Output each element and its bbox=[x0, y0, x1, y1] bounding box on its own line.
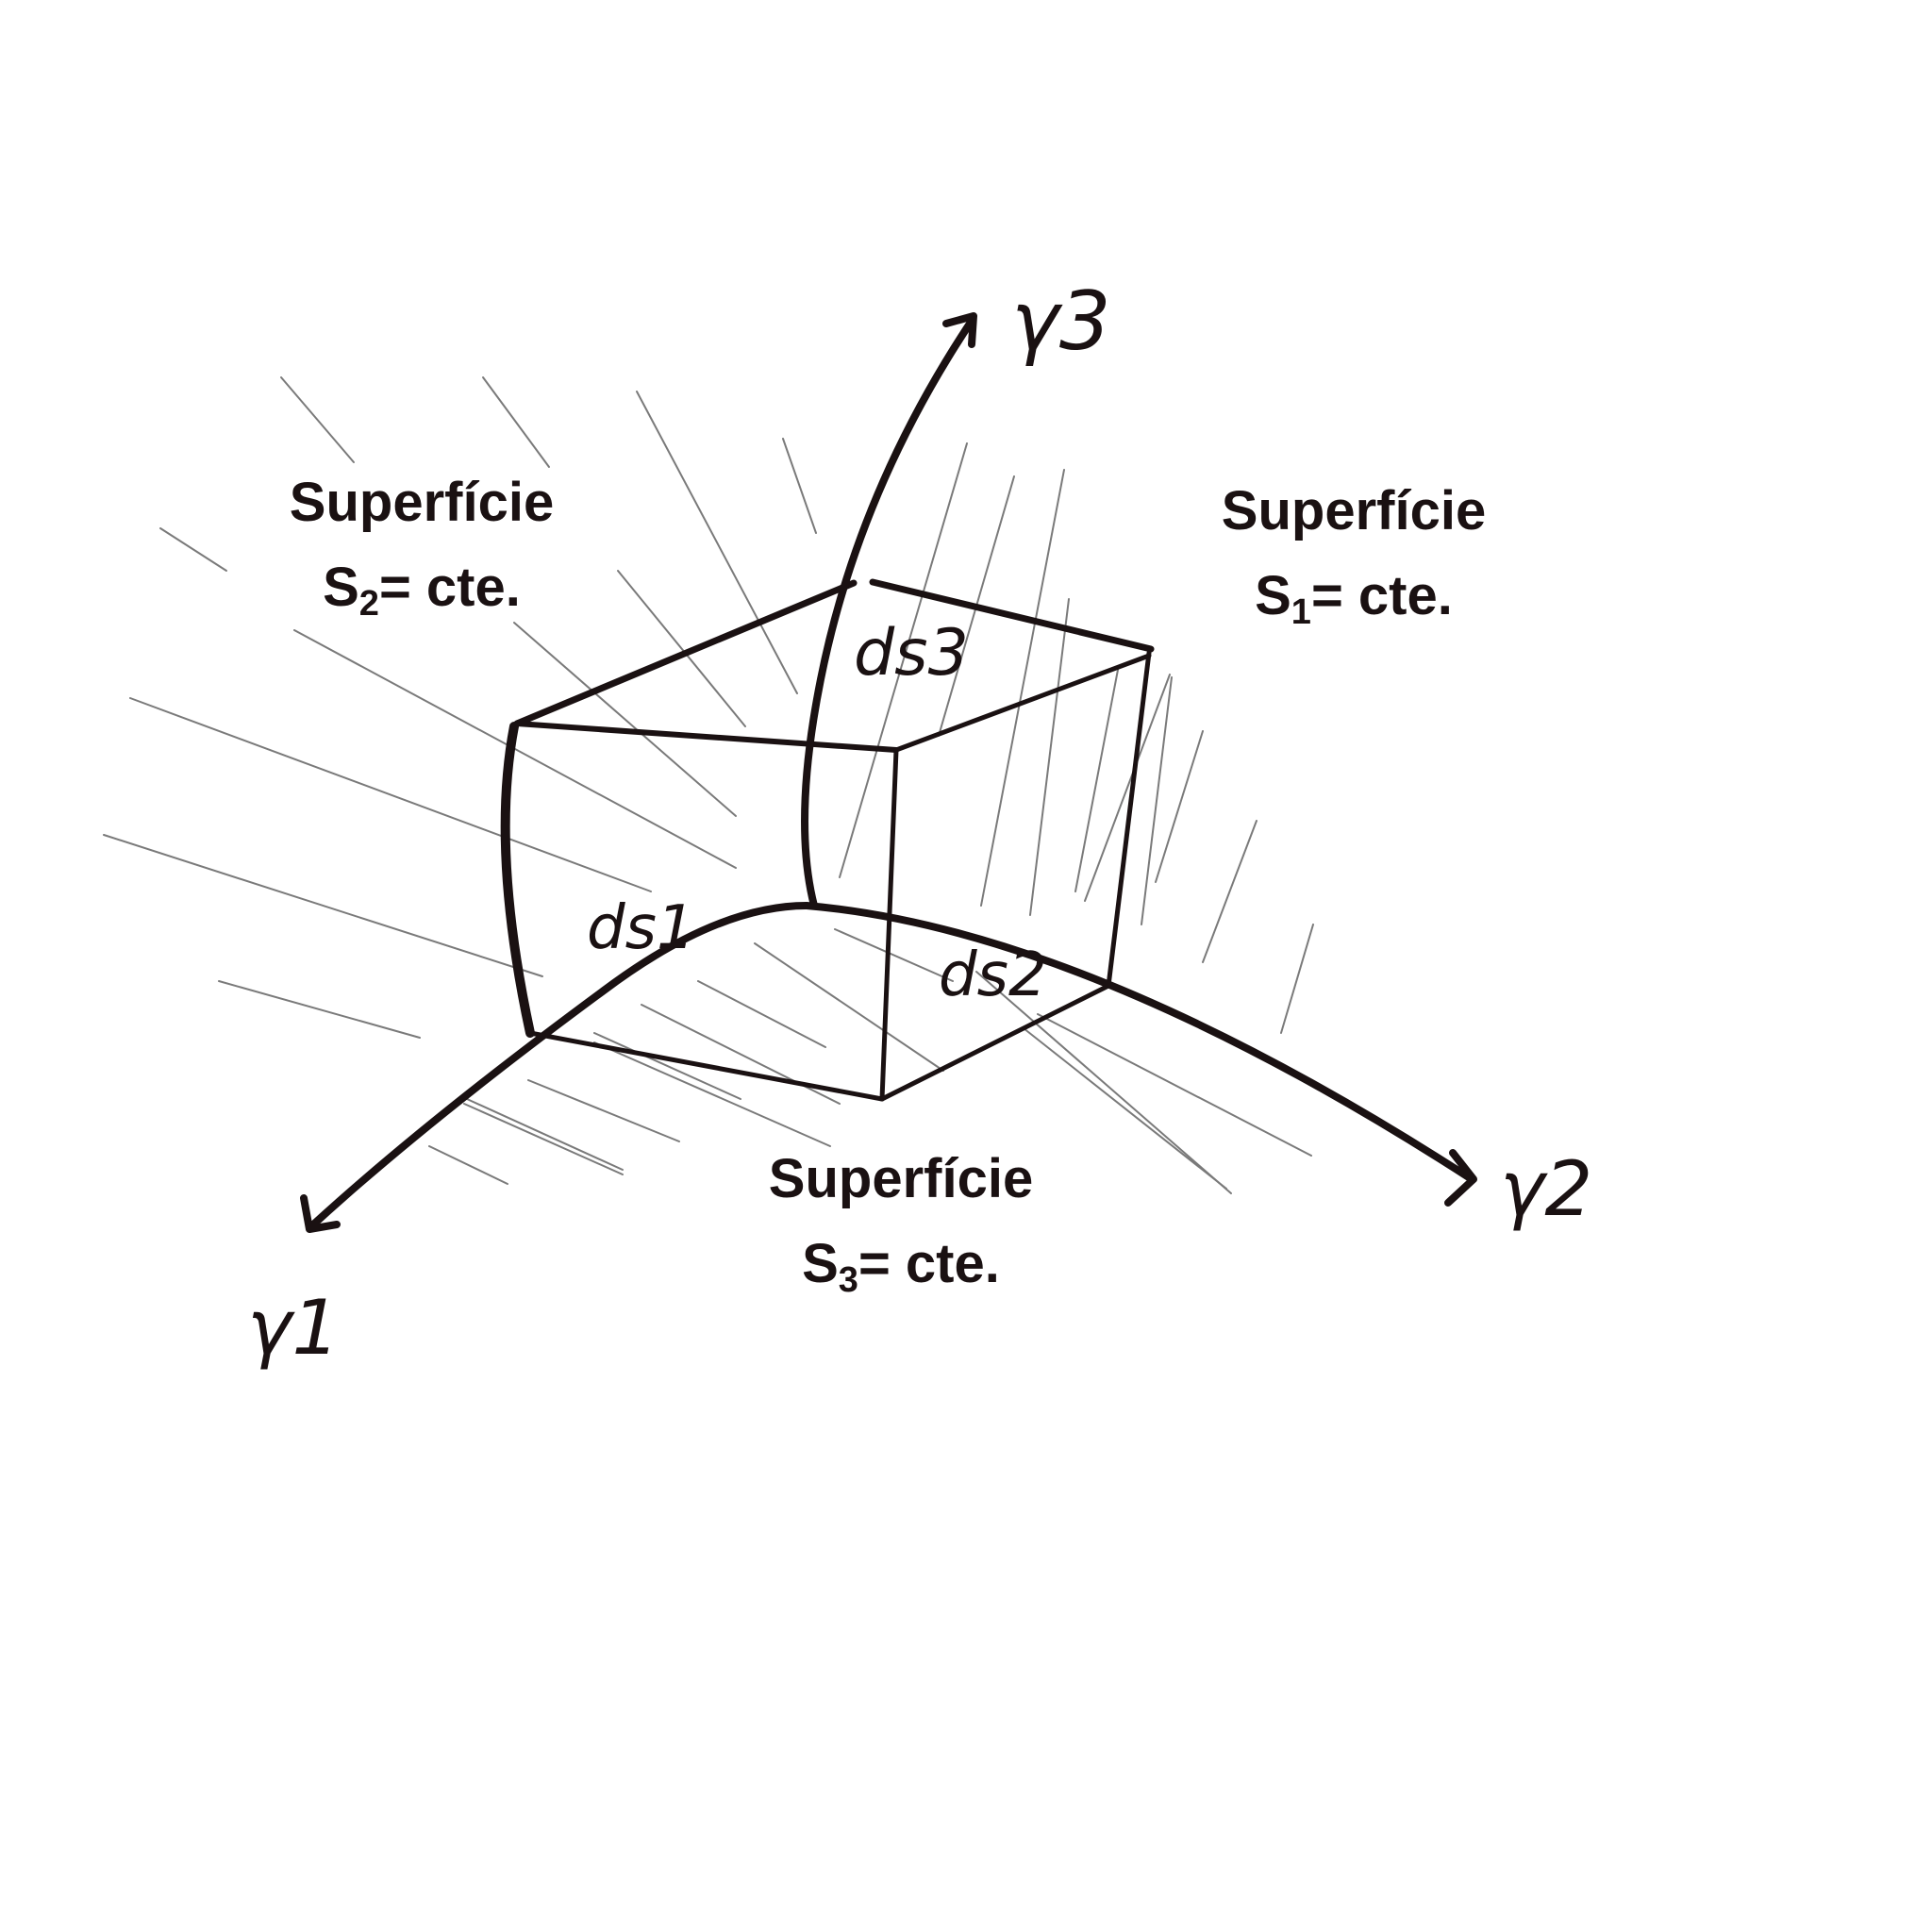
gamma2-label: γ2 bbox=[1500, 1145, 1592, 1233]
coordinate-curves bbox=[300, 312, 1477, 1233]
surface-s3-title: Superfície bbox=[768, 1148, 1034, 1209]
gamma3-arrowhead bbox=[942, 312, 977, 348]
box-left-vertical-edge bbox=[500, 722, 535, 1038]
gamma3-axis-curve bbox=[801, 317, 975, 909]
surface-s1-label: Superfície S1= cte. bbox=[1198, 469, 1509, 655]
surface-s3-label: Superfície S3= cte. bbox=[745, 1137, 1057, 1323]
box-bottom-left-edge bbox=[527, 1030, 885, 1102]
volume-element-box bbox=[500, 578, 1155, 1102]
surface-s1-equation: S1= cte. bbox=[1255, 565, 1453, 632]
ds1-label: ds1 bbox=[587, 893, 695, 963]
surface-s2-label: Superfície S2= cte. bbox=[266, 460, 577, 646]
gamma3-label: γ3 bbox=[1011, 275, 1111, 369]
ds3-label: ds3 bbox=[854, 616, 969, 691]
box-bottom-right-edge bbox=[879, 983, 1111, 1102]
gamma1-label: γ1 bbox=[247, 1284, 340, 1372]
surface-s3-equation: S3= cte. bbox=[802, 1233, 1000, 1300]
gamma2-arrowhead bbox=[1444, 1149, 1477, 1207]
surface-s1-title: Superfície bbox=[1221, 480, 1487, 541]
surface-s2-hatching bbox=[103, 376, 817, 1039]
box-right-vertical-edge bbox=[1106, 650, 1152, 989]
surface-s2-title: Superfície bbox=[289, 472, 555, 533]
surface-s3-hatching bbox=[428, 928, 1312, 1194]
ds2-label: ds2 bbox=[939, 941, 1047, 1010]
box-top-left-edge bbox=[513, 579, 858, 727]
gamma2-axis-curve bbox=[803, 902, 1475, 1183]
box-top-front-edge bbox=[514, 721, 899, 753]
gamma1-arrowhead bbox=[300, 1194, 341, 1233]
gamma1-axis-curve bbox=[308, 902, 810, 1230]
box-front-vertical-edge bbox=[879, 747, 899, 1102]
surface-s2-equation: S2= cte. bbox=[323, 557, 521, 624]
box-top-back-edge bbox=[869, 578, 1155, 653]
box-top-right-edge bbox=[893, 653, 1152, 753]
